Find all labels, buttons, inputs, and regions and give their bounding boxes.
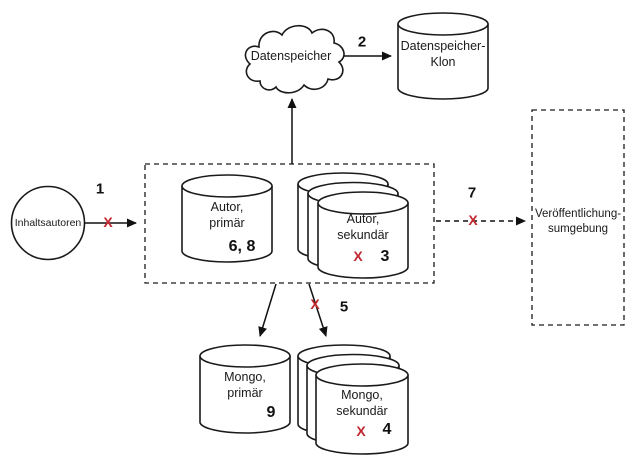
mongo-primary-step-badge: 9 <box>266 404 276 421</box>
author-secondary-label: Autor, sekundär <box>337 211 388 243</box>
step-5-failure-x-marker: X <box>310 296 320 312</box>
datastore-clone-label-line2: Klon <box>430 55 456 69</box>
author-secondary-failure-x-marker: X <box>353 248 363 264</box>
step-1-label: 1 <box>95 180 105 198</box>
mongo-secondary-failure-x-marker: X <box>356 423 366 439</box>
arrow-author-tier-to-mongo-primary <box>258 283 277 337</box>
step-5-label: 5 <box>339 298 349 316</box>
author-secondary-label-line2: sekundär <box>337 228 389 242</box>
publishing-environment-label: Veröffentlichung- sumgebung <box>535 207 621 237</box>
arrow-author-tier-to-mongo-secondary <box>308 283 328 337</box>
author-primary-label-line1: Autor, <box>210 200 244 214</box>
author-secondary-label-line1: Autor, <box>346 212 380 226</box>
content-authors-label: Inhaltsautoren <box>14 217 82 229</box>
author-primary-steps-badge: 6, 8 <box>228 238 256 255</box>
mongo-primary-cylinder <box>199 344 291 434</box>
publishing-environment-label-line1: Veröffentlichung- <box>534 208 622 220</box>
mongo-secondary-label: Mongo, sekundär <box>336 387 387 419</box>
mongo-secondary-cylinder-stack <box>297 344 409 455</box>
author-secondary-step-badge: 3 <box>380 248 390 265</box>
mongo-primary-label-line1: Mongo, <box>224 370 266 384</box>
datastore-clone-label-line1: Datenspeicher- <box>400 39 486 53</box>
author-primary-cylinder <box>181 174 273 263</box>
mongo-secondary-label-line1: Mongo, <box>341 388 383 402</box>
step-7-label: 7 <box>467 184 477 202</box>
mongo-primary-label: Mongo, primär <box>224 369 266 401</box>
mongo-secondary-label-line2: sekundär <box>336 404 388 418</box>
step-7-failure-x-marker: X <box>468 212 478 228</box>
publishing-environment-label-line2: sumgebung <box>547 223 609 235</box>
step-1-failure-x-marker: X <box>103 214 113 230</box>
author-secondary-cylinder-stack <box>297 172 409 279</box>
datastore-clone-cylinder <box>397 12 489 100</box>
datastore-cloud-shape <box>244 24 345 94</box>
author-primary-label: Autor, primär <box>209 199 244 231</box>
step-2-label: 2 <box>357 33 367 51</box>
publishing-environment-dashed-box <box>531 109 625 326</box>
datastore-clone-label: Datenspeicher- Klon <box>401 38 486 70</box>
author-tier-dashed-box <box>144 163 435 284</box>
mongo-secondary-step-badge: 4 <box>382 421 392 438</box>
mongo-primary-label-line2: primär <box>227 386 263 400</box>
datastore-cloud-label: Datenspeicher <box>250 49 332 63</box>
author-primary-label-line2: primär <box>209 216 245 230</box>
